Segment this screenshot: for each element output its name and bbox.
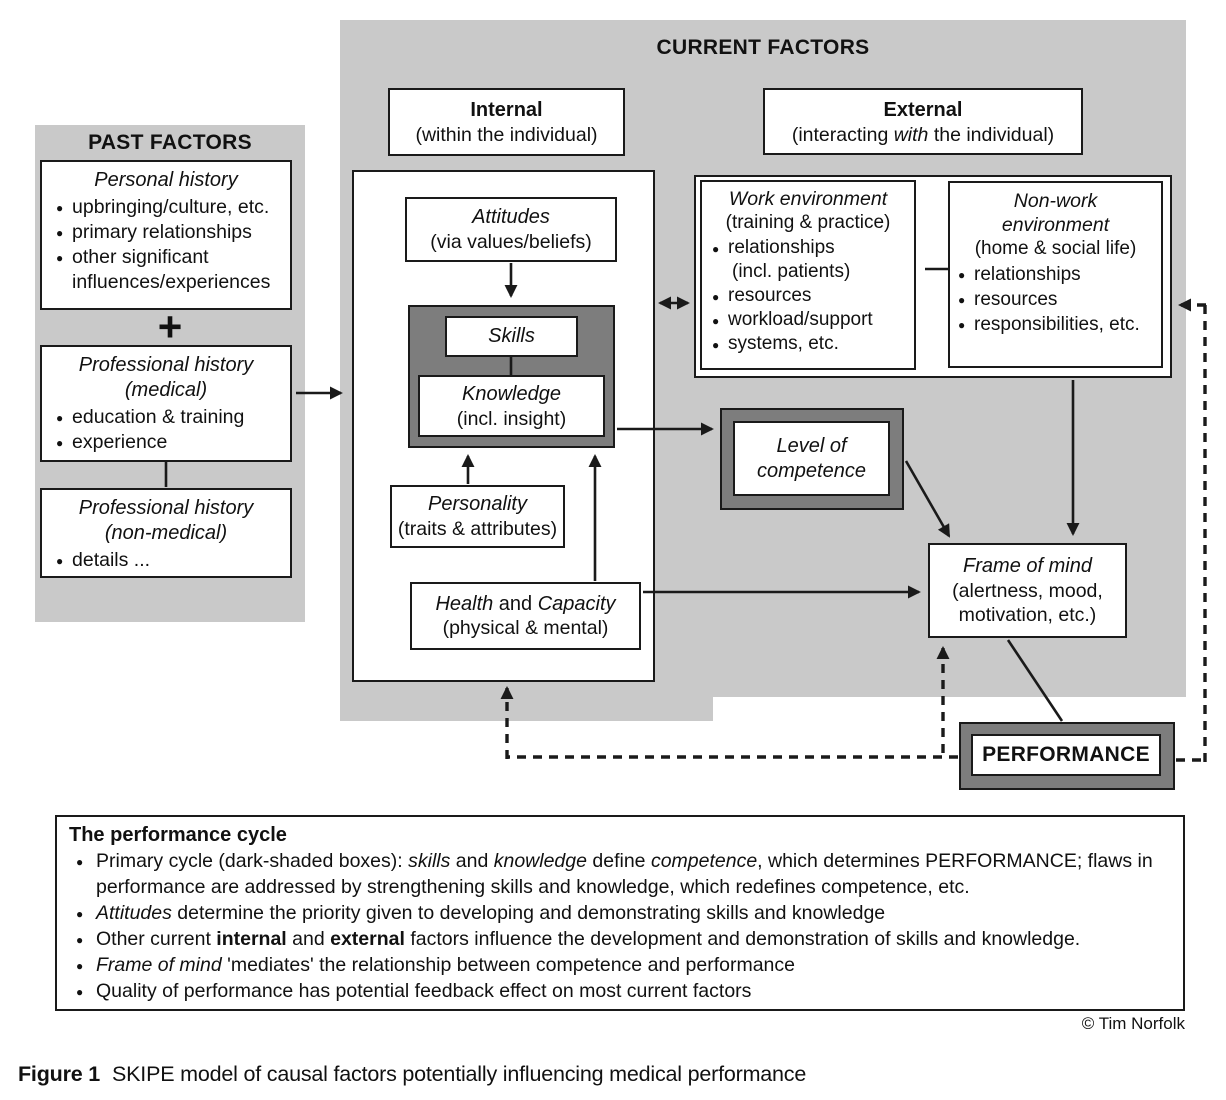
internal-header-box: Internal (within the individual) bbox=[388, 88, 625, 156]
copyright-notice: © Tim Norfolk bbox=[1081, 1014, 1185, 1033]
performance-title: PERFORMANCE bbox=[982, 743, 1150, 766]
professional-non-medical-title: Professional history bbox=[78, 497, 254, 519]
list-item: workload/support bbox=[712, 308, 873, 333]
frame-of-mind-subtitle: (alertness, mood, motivation, etc.) bbox=[952, 580, 1103, 626]
skills-box: Skills bbox=[445, 316, 578, 357]
list-item: Attitudes determine the priority given t… bbox=[69, 900, 1171, 927]
professional-non-medical-list: details ... bbox=[42, 548, 290, 574]
level-of-competence-box: Level of competence bbox=[733, 421, 890, 496]
frame-of-mind-title: Frame of mind bbox=[963, 555, 1092, 577]
list-item: education & training bbox=[56, 405, 284, 431]
list-item: Primary cycle (dark-shaded boxes): skill… bbox=[69, 848, 1171, 900]
level-of-competence-dark-box: Level of competence bbox=[720, 408, 904, 510]
professional-non-medical-subtitle: (non-medical) bbox=[104, 522, 228, 544]
performance-box: PERFORMANCE bbox=[971, 734, 1161, 776]
list-item: Frame of mind 'mediates' the relationshi… bbox=[69, 952, 1171, 979]
professional-medical-title: Professional history bbox=[78, 354, 254, 376]
performance-cycle-legend: The performance cycle Primary cycle (dar… bbox=[55, 815, 1185, 1011]
performance-dark-box: PERFORMANCE bbox=[959, 722, 1175, 790]
professional-medical-list: education & training experience bbox=[42, 405, 290, 456]
professional-history-non-medical-box: Professional history (non-medical) detai… bbox=[40, 488, 292, 578]
list-item: upbringing/culture, etc. bbox=[56, 195, 284, 221]
list-item: systems, etc. bbox=[712, 332, 873, 357]
external-subtitle: (interacting with the individual) bbox=[791, 123, 1055, 146]
attitudes-box: Attitudes (via values/beliefs) bbox=[405, 197, 617, 262]
professional-medical-subtitle: (medical) bbox=[124, 379, 208, 401]
personality-title: Personality bbox=[428, 493, 527, 515]
list-item: relationships bbox=[958, 262, 1140, 288]
work-environment-list: relationships(incl. patients) resources … bbox=[702, 236, 879, 357]
plus-sign: + bbox=[157, 303, 183, 350]
work-environment-subtitle: (training & practice) bbox=[725, 212, 891, 233]
work-environment-title: Work environment bbox=[728, 188, 888, 210]
external-title: External bbox=[883, 98, 963, 121]
personality-box: Personality (traits & attributes) bbox=[390, 485, 565, 548]
level-of-competence-title: Level of competence bbox=[757, 434, 866, 482]
non-work-environment-list: relationships resources responsibilities… bbox=[950, 262, 1146, 338]
current-factors-title: CURRENT FACTORS bbox=[656, 36, 870, 59]
list-item: responsibilities, etc. bbox=[958, 312, 1140, 338]
attitudes-subtitle: (via values/beliefs) bbox=[430, 231, 592, 253]
non-work-environment-subtitle: (home & social life) bbox=[974, 238, 1137, 259]
list-item: experience bbox=[56, 430, 284, 456]
personality-subtitle: (traits & attributes) bbox=[397, 518, 558, 540]
knowledge-box: Knowledge (incl. insight) bbox=[418, 375, 605, 437]
legend-title: The performance cycle bbox=[69, 824, 287, 846]
frame-of-mind-box: Frame of mind (alertness, mood, motivati… bbox=[928, 543, 1127, 638]
list-item: other significant influences/experiences bbox=[56, 245, 284, 295]
list-item: Quality of performance has potential fee… bbox=[69, 978, 1171, 1005]
internal-subtitle: (within the individual) bbox=[415, 124, 598, 146]
personal-history-title: Personal history bbox=[94, 169, 238, 191]
current-factors-panel-extension bbox=[340, 697, 713, 721]
attitudes-title: Attitudes bbox=[472, 206, 550, 228]
list-item: relationships(incl. patients) bbox=[712, 236, 873, 284]
skills-knowledge-dark-box: Skills Knowledge (incl. insight) bbox=[408, 305, 615, 448]
work-environment-box: Work environment (training & practice) r… bbox=[700, 180, 916, 370]
legend-list: Primary cycle (dark-shaded boxes): skill… bbox=[69, 848, 1171, 1005]
skills-title: Skills bbox=[488, 325, 535, 347]
personal-history-list: upbringing/culture, etc. primary relatio… bbox=[42, 195, 290, 295]
personal-history-box: Personal history upbringing/culture, etc… bbox=[40, 160, 292, 310]
figure-caption: Figure 1 SKIPE model of causal factors po… bbox=[18, 1062, 1208, 1087]
non-work-environment-title: Non-work environment bbox=[1001, 190, 1110, 236]
figure-caption-text: SKIPE model of causal factors potentiall… bbox=[112, 1062, 807, 1086]
knowledge-title: Knowledge bbox=[462, 382, 561, 405]
external-environment-container-box: Work environment (training & practice) r… bbox=[694, 175, 1172, 378]
knowledge-subtitle: (incl. insight) bbox=[456, 407, 567, 430]
list-item: resources bbox=[958, 287, 1140, 313]
health-capacity-title: Health and Capacity bbox=[435, 593, 616, 615]
non-work-environment-box: Non-work environment (home & social life… bbox=[948, 181, 1163, 368]
internal-title: Internal bbox=[470, 99, 543, 121]
figure-caption-label: Figure 1 bbox=[18, 1062, 101, 1086]
past-factors-title: PAST FACTORS bbox=[88, 131, 252, 154]
external-header-box: External (interacting with the individua… bbox=[763, 88, 1083, 155]
list-item: resources bbox=[712, 284, 873, 309]
list-item: primary relationships bbox=[56, 220, 284, 246]
list-item: details ... bbox=[56, 548, 284, 574]
health-capacity-box: Health and Capacity (physical & mental) bbox=[410, 582, 641, 650]
list-item: Other current internal and external fact… bbox=[69, 926, 1171, 953]
professional-history-medical-box: Professional history (medical) education… bbox=[40, 345, 292, 462]
health-capacity-subtitle: (physical & mental) bbox=[442, 617, 609, 639]
